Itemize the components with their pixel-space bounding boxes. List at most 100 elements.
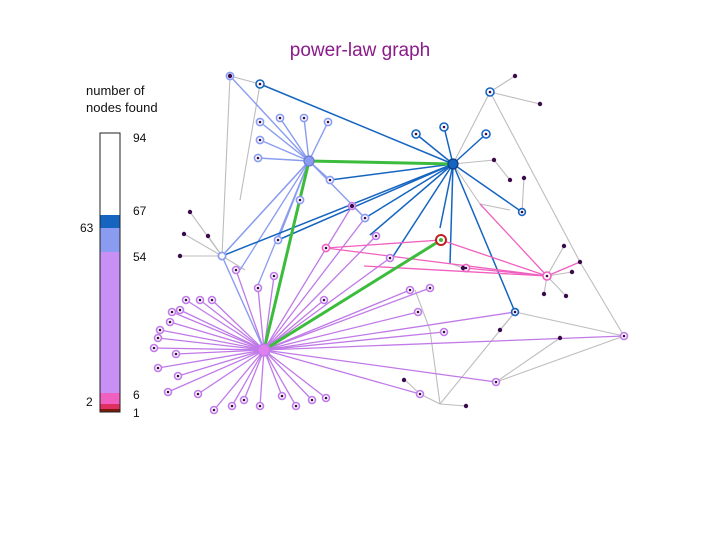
graph-node-core: [168, 320, 172, 324]
legend-label-94: 94: [133, 131, 147, 145]
graph-edge: [414, 289, 431, 331]
graph-edge: [263, 217, 366, 351]
graph-edge: [263, 287, 431, 351]
hub-node: [257, 343, 271, 357]
legend-segment: [100, 133, 120, 215]
graph-edge: [257, 160, 310, 286]
graph-node: [563, 293, 569, 299]
legend-title-line1: number of: [86, 83, 145, 98]
graph-edge: [171, 311, 265, 351]
graph-node-core: [258, 120, 262, 124]
graph-node-core: [170, 310, 174, 314]
graph-edge: [167, 349, 265, 393]
graph-node-core: [276, 238, 280, 242]
graph-node-core: [442, 125, 446, 129]
graph-node-core: [174, 352, 178, 356]
graph-edge: [263, 257, 391, 351]
graph-edge: [262, 160, 311, 351]
graph-node-core: [418, 392, 422, 396]
graph-edge: [514, 311, 625, 337]
graph-edge: [221, 75, 231, 257]
graph-node-core: [622, 334, 626, 338]
graph-edge: [177, 349, 265, 377]
legend-label-2: 2: [86, 395, 93, 409]
graph-node-core: [326, 120, 330, 124]
graph-edge: [239, 160, 310, 271]
graph-edge: [263, 349, 497, 383]
graph-node-core: [156, 366, 160, 370]
graph-edge: [221, 255, 265, 351]
graph-node-core: [408, 288, 412, 292]
graph-edge: [157, 337, 265, 351]
graph-node: [177, 253, 183, 259]
graph-edge: [325, 247, 548, 277]
graph-edge: [229, 75, 261, 85]
graph-edge: [263, 331, 445, 351]
hub-node: [447, 158, 459, 170]
graph-edge: [449, 163, 454, 265]
graph-edges: [153, 75, 625, 411]
graph-node: [569, 269, 575, 275]
graph-node-core: [363, 216, 367, 220]
graph-edge: [452, 91, 491, 165]
graph-edge: [439, 403, 467, 407]
graph-edge: [211, 299, 265, 351]
graph-node: [521, 175, 527, 181]
graph-node-core: [328, 178, 332, 182]
graph-node-core: [196, 392, 200, 396]
graph-edge: [243, 349, 265, 401]
graph-edge: [546, 245, 565, 277]
graph-node-core: [156, 336, 160, 340]
graph-node-core: [374, 234, 378, 238]
graph-edge: [263, 335, 625, 351]
graph-node-core: [324, 396, 328, 400]
graph-node-core: [178, 308, 182, 312]
graph-edge: [279, 117, 310, 162]
hub-node-core: [439, 238, 443, 242]
graph-edge: [259, 83, 454, 165]
legend-segment: [100, 215, 120, 228]
graph-edge: [479, 203, 548, 277]
graph-edge: [308, 121, 329, 162]
graph-edge: [452, 133, 487, 165]
graph-edge: [263, 349, 421, 395]
legend-title-line2: nodes found: [86, 100, 158, 115]
graph-node-core: [256, 156, 260, 160]
graph-edge: [440, 239, 548, 277]
graph-edge: [452, 163, 516, 313]
graph-node-core: [324, 246, 328, 250]
graph-node-core: [464, 266, 468, 270]
graph-node: [497, 327, 503, 333]
graph-node-core: [230, 404, 234, 408]
graph-node-core: [280, 394, 284, 398]
graph-edge: [369, 163, 454, 236]
graph-edge: [489, 91, 581, 263]
legend-segment: [100, 228, 120, 252]
legend-title: number of nodes found: [86, 82, 196, 116]
graph-edge: [263, 205, 353, 351]
graph-edge: [197, 349, 265, 395]
graph-node-core: [310, 398, 314, 402]
graph-edge: [257, 157, 310, 162]
graph-node-core: [442, 330, 446, 334]
graph-edge: [263, 349, 297, 407]
graph-edge: [415, 133, 454, 165]
graph-edge: [263, 349, 313, 401]
graph-node-core: [298, 198, 302, 202]
graph-edge: [183, 233, 223, 257]
graph-node: [349, 203, 355, 209]
graph-node: [512, 73, 518, 79]
graph-node-core: [414, 132, 418, 136]
graph-node-core: [520, 210, 524, 214]
legend-label-54: 54: [133, 250, 147, 264]
graph-node: [561, 243, 567, 249]
graph-node-core: [234, 268, 238, 272]
graph-node: [181, 231, 187, 237]
graph-edge: [303, 117, 310, 162]
legend-segment: [100, 404, 120, 409]
graph-edge: [169, 321, 265, 351]
graph-edge: [452, 159, 495, 165]
graph-edge: [153, 347, 265, 351]
graph-node-core: [212, 408, 216, 412]
